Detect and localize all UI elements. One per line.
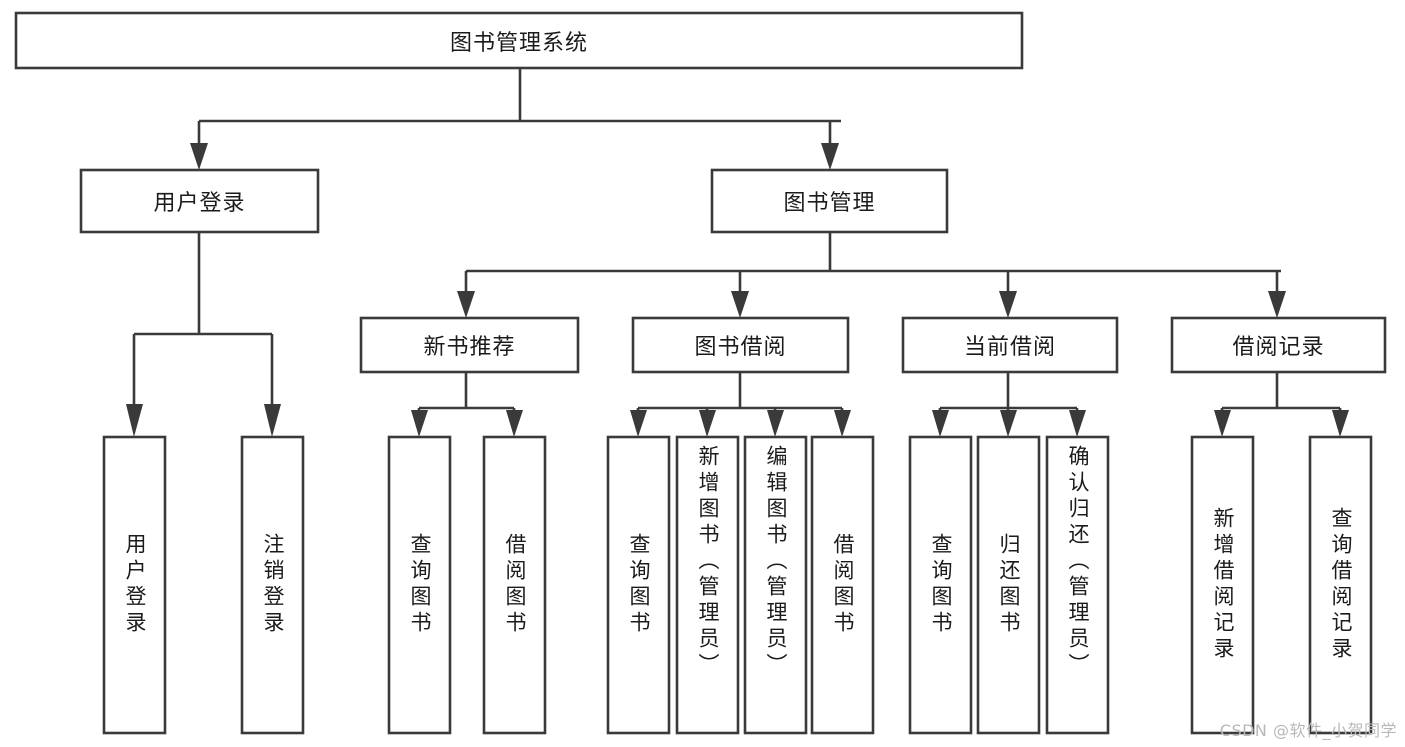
arrow-head-book-borrow <box>731 291 749 318</box>
connector-group-user-login <box>126 232 281 437</box>
arrow-head-leaf-add-book <box>699 410 716 437</box>
node-box-leaf-add-book[interactable] <box>675 435 740 735</box>
arrow-head-leaf-add-record <box>1214 410 1231 437</box>
arrow-head-leaf-return-book <box>1000 410 1017 437</box>
node-box-leaf-user-login[interactable] <box>102 435 167 735</box>
arrow-head-current-borrow <box>999 291 1017 318</box>
arrow-head-leaf-borrow-book-1 <box>506 410 523 437</box>
arrow-head-leaf-query-book-3 <box>932 410 949 437</box>
arrow-head-user-login <box>190 143 208 170</box>
arrow-head-leaf-borrow-book-2 <box>834 410 851 437</box>
connector-group-borrow-record <box>1214 372 1349 437</box>
connector-group-current-borrow <box>932 372 1086 437</box>
node-box-book-borrow[interactable] <box>631 316 850 374</box>
node-box-current-borrow[interactable] <box>901 316 1119 374</box>
arrow-head-leaf-query-record <box>1332 410 1349 437</box>
node-box-leaf-add-record[interactable] <box>1190 435 1255 735</box>
arrow-head-borrow-record <box>1268 291 1286 318</box>
arrow-head-book-manage <box>821 143 839 170</box>
arrow-head-leaf-logout-login <box>264 404 281 437</box>
node-box-leaf-query-book-1[interactable] <box>387 435 452 735</box>
node-box-leaf-query-record[interactable] <box>1308 435 1373 735</box>
arrow-head-leaf-confirm-return <box>1069 410 1086 437</box>
connector-group-book-borrow <box>630 372 851 437</box>
node-box-user-login[interactable] <box>79 168 320 234</box>
node-box-leaf-query-book-3[interactable] <box>908 435 973 735</box>
arrow-head-leaf-query-book-2 <box>630 410 647 437</box>
connector-group-book-manage <box>457 232 1286 318</box>
arrow-head-new-book-recommend <box>457 291 475 318</box>
connector-group-root <box>190 68 841 170</box>
node-box-leaf-logout-login[interactable] <box>240 435 305 735</box>
node-box-leaf-query-book-2[interactable] <box>606 435 671 735</box>
arrow-head-leaf-query-book-1 <box>411 410 428 437</box>
arrow-head-leaf-edit-book <box>767 410 784 437</box>
node-box-root[interactable] <box>14 11 1024 70</box>
node-box-borrow-record[interactable] <box>1170 316 1387 374</box>
node-box-leaf-confirm-return[interactable] <box>1045 435 1110 735</box>
arrow-head-leaf-user-login <box>126 404 143 437</box>
node-box-leaf-edit-book[interactable] <box>743 435 808 735</box>
node-box-new-book-recommend[interactable] <box>359 316 580 374</box>
node-box-leaf-borrow-book-1[interactable] <box>482 435 547 735</box>
node-box-leaf-return-book[interactable] <box>976 435 1041 735</box>
connector-group-new-book-recommend <box>411 372 523 437</box>
node-box-leaf-borrow-book-2[interactable] <box>810 435 875 735</box>
node-box-book-manage[interactable] <box>710 168 949 234</box>
